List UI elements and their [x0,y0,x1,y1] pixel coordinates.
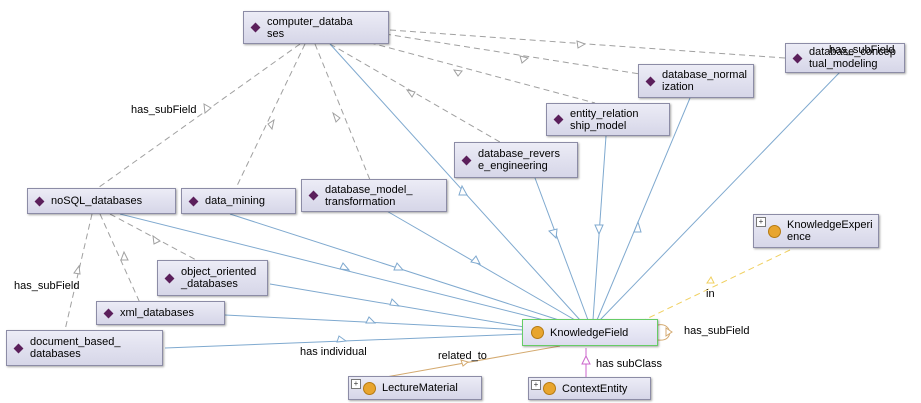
node-label: data_mining [205,195,265,207]
node-knowledge-field[interactable]: KnowledgeField [522,319,658,346]
arrow-nosql-xml [120,250,129,261]
node-xml-databases[interactable]: xml_databases [96,301,225,325]
node-label: database_concep tual_modeling [809,46,896,70]
node-label: object_oriented _databases [181,266,257,290]
arrow-nosql-oo [152,234,161,245]
individual-diamond-icon [34,196,45,206]
class-circle-icon [543,382,556,395]
node-label: xml_databases [120,307,194,319]
individual-diamond-icon [308,190,319,201]
arrow-cd-er [452,69,463,77]
expand-plus-icon[interactable]: + [531,380,541,390]
arrow-kf-reverse [548,228,558,240]
node-entity-relationship-model[interactable]: entity_relation ship_model [546,103,670,136]
individual-diamond-icon [792,53,803,63]
individual-diamond-icon [461,155,472,165]
individual-diamond-icon [250,22,261,33]
edge-label-has-subclass: has subClass [596,358,663,370]
edge-nosql-xml [99,213,141,304]
edge-label-has-subfield-self: has_subField [684,325,750,337]
arrow-kf-norm [633,220,642,233]
class-circle-icon [363,381,376,395]
arrow-kf-datamining [393,262,405,271]
arrow-cd-concep [576,40,587,49]
edge-label-has-subfield: has_subField [829,44,895,56]
node-object-oriented-databases[interactable]: object_oriented _databases [157,260,268,296]
edge-kf-cd [329,43,581,321]
node-label: entity_relation ship_model [570,107,639,132]
edge-cd-dbmodel [314,43,371,181]
individual-diamond-icon [164,273,175,283]
arrow-cd-datamining [267,118,275,131]
edge-label-related-to: related_to [438,350,487,362]
node-knowledge-experience[interactable]: + KnowledgeExperi ence [753,214,879,248]
individual-diamond-icon [103,308,114,318]
edge-cd-datamining [234,43,306,191]
individual-diamond-icon [13,343,24,353]
arrow-related [460,359,470,367]
node-document-based-databases[interactable]: document_based_ databases [6,330,163,366]
arrow-cd-reverse [405,89,416,98]
expand-plus-icon[interactable]: + [756,217,766,227]
node-data-mining[interactable]: data_mining [181,188,296,214]
arrow-kf-oo [389,298,401,307]
class-circle-icon [768,224,781,238]
node-label: LectureMaterial [382,382,458,394]
node-label: database_revers e_engineering [478,148,560,172]
edge-cd-er [359,39,596,104]
expand-plus-icon[interactable]: + [351,379,361,389]
node-label: KnowledgeField [550,326,629,339]
arrow-kf-er [594,224,604,236]
arrow-cd-dbmodel [332,111,341,123]
node-label: KnowledgeExperi ence [787,219,873,243]
edge-in [639,249,791,323]
node-database-model-transformation[interactable]: database_model_ transformation [301,179,447,212]
node-label: ContextEntity [562,382,628,395]
arrow-kf-doc [336,335,348,343]
arrow-self [665,327,673,337]
edge-kf-dbmodel [384,209,576,321]
edge-cd-nosql [94,43,301,191]
edge-kf-concep [599,71,841,321]
arrowheads [73,40,587,275]
edge-cd-concep [389,29,786,59]
node-nosql-databases[interactable]: noSQL_databases [27,188,176,214]
edge-label-has-subfield: has_subField [131,104,197,116]
class-circle-icon [531,326,544,339]
arrowheads-blue [336,184,642,343]
edge-label-in: in [706,288,715,300]
edge-cd-norm [384,33,641,75]
node-label: noSQL_databases [51,195,143,207]
arrow-nosql-doc [73,264,81,275]
node-lecture-material[interactable]: + LectureMaterial [348,376,482,400]
arrow-subclass [581,354,591,365]
edge-cd-reverse [329,43,501,143]
edge-related [379,345,561,379]
node-database-reverse-engineering[interactable]: database_revers e_engineering [454,142,578,178]
individual-diamond-icon [188,196,199,206]
arrow-kf-nosql [339,262,351,271]
arrow-cd-norm [519,55,530,64]
arrow-in [706,276,715,284]
individual-diamond-icon [645,76,656,86]
node-label: computer_databa ses [267,15,353,40]
edge-kf-norm [596,97,691,321]
edge-kf-reverse [534,177,589,321]
edge-label-has-individual: has individual [300,346,367,358]
node-label: document_based_ databases [30,336,121,360]
arrow-kf-xml [365,316,377,324]
arrow-kf-cd [458,184,468,196]
edge-kf-oo [269,283,531,329]
node-label: database_model_ transformation [325,183,413,208]
node-database-conceptual-modeling[interactable]: database_concep tual_modeling [785,43,905,73]
individual-diamond-icon [553,114,564,125]
node-context-entity[interactable]: + ContextEntity [528,377,651,400]
edge-label-has-subfield: has_subField [14,280,80,292]
node-label: database_normal ization [662,69,748,93]
node-computer-databases[interactable]: computer_databa ses [243,11,389,44]
arrow-subfield-label [203,103,212,114]
arrow-kf-dbmodel [470,255,481,265]
node-database-normalization[interactable]: database_normal ization [638,64,754,98]
